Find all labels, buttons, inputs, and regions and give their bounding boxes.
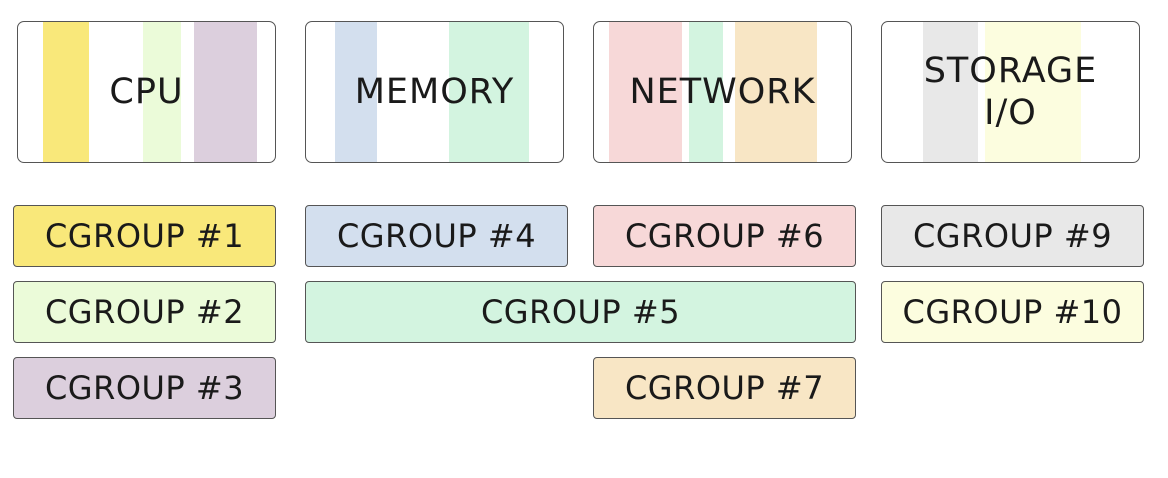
memory-share-cgroup-4 (335, 22, 377, 162)
storage-share-cgroup-9 (923, 22, 978, 162)
cgroup-4-box: CGROUP #4 (305, 205, 568, 267)
storage-io-resource-box: STORAGE I/O (881, 21, 1140, 163)
cpu-label: CPU (109, 72, 184, 112)
network-resource-box: NETWORK (593, 21, 852, 163)
cgroup-9-box: CGROUP #9 (881, 205, 1144, 267)
cgroup-1-box: CGROUP #1 (13, 205, 276, 267)
cgroup-2-box: CGROUP #2 (13, 281, 276, 343)
cgroup-5-box: CGROUP #5 (305, 281, 856, 343)
network-share-cgroup-7 (735, 22, 817, 162)
cgroup-6-box: CGROUP #6 (593, 205, 856, 267)
cpu-share-cgroup-1 (43, 22, 89, 162)
cgroup-10-box: CGROUP #10 (881, 281, 1144, 343)
network-label: NETWORK (629, 72, 816, 112)
memory-share-cgroup-5 (449, 22, 529, 162)
network-share-cgroup-5 (689, 22, 723, 162)
cpu-share-cgroup-3 (194, 22, 257, 162)
memory-resource-box: MEMORY (305, 21, 564, 163)
memory-label: MEMORY (354, 72, 515, 112)
cgroup-7-box: CGROUP #7 (593, 357, 856, 419)
cgroup-3-box: CGROUP #3 (13, 357, 276, 419)
cpu-share-cgroup-2 (143, 22, 181, 162)
network-share-cgroup-6 (609, 22, 682, 162)
cpu-resource-box: CPU (17, 21, 276, 163)
storage-io-label: STORAGE I/O (923, 51, 1098, 133)
storage-share-cgroup-10 (985, 22, 1081, 162)
